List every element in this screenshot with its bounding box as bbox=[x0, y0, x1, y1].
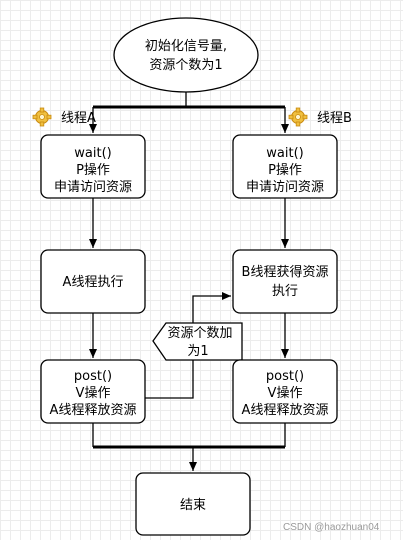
thread-a-post-line3: A线程释放资源 bbox=[50, 403, 137, 418]
thread-b-wait-line1: wait() bbox=[266, 146, 303, 161]
thread-b-wait-box: wait() P操作 申请访问资源 bbox=[232, 134, 338, 199]
thread-b-header: 线程B bbox=[288, 107, 352, 127]
resource-callout: 资源个数加 为1 bbox=[152, 322, 243, 361]
thread-a-wait-box: wait() P操作 申请访问资源 bbox=[40, 134, 146, 199]
thread-a-header: 线程A bbox=[32, 107, 96, 127]
gear-icon bbox=[32, 107, 52, 127]
thread-a-exec-box: A线程执行 bbox=[40, 249, 146, 314]
end-node-label: 结束 bbox=[180, 498, 206, 513]
thread-b-wait-line2: P操作 bbox=[268, 162, 302, 178]
thread-a-wait-line3: 申请访问资源 bbox=[54, 180, 132, 195]
thread-b-exec-line2: 执行 bbox=[272, 284, 298, 299]
thread-a-exec-label: A线程执行 bbox=[63, 275, 124, 290]
thread-b-title: 线程B bbox=[317, 111, 352, 126]
gear-icon bbox=[288, 107, 308, 127]
end-node: 结束 bbox=[135, 472, 251, 536]
callout-line2: 为1 bbox=[187, 344, 208, 359]
start-node: 初始化信号量, 资源个数为1 bbox=[113, 17, 259, 93]
thread-a-wait-line2: P操作 bbox=[76, 162, 110, 178]
thread-a-post-line2: V操作 bbox=[76, 385, 111, 401]
thread-a-wait-line1: wait() bbox=[74, 146, 111, 161]
thread-b-post-line2: V操作 bbox=[268, 385, 303, 401]
thread-a-title: 线程A bbox=[61, 111, 96, 126]
thread-b-post-box: post() V操作 A线程释放资源 bbox=[232, 359, 338, 424]
thread-b-exec-line1: B线程获得资源 bbox=[242, 264, 329, 280]
thread-a-post-line1: post() bbox=[74, 369, 112, 384]
thread-b-exec-box: B线程获得资源 执行 bbox=[232, 249, 338, 314]
thread-a-post-box: post() V操作 A线程释放资源 bbox=[40, 359, 146, 424]
thread-b-wait-line3: 申请访问资源 bbox=[246, 180, 324, 195]
join-connector bbox=[92, 423, 286, 471]
start-node-line2: 资源个数为1 bbox=[149, 58, 222, 73]
watermark: CSDN @haozhuan04 bbox=[283, 522, 380, 533]
thread-b-post-line1: post() bbox=[266, 369, 304, 384]
start-node-line1: 初始化信号量, bbox=[145, 39, 227, 54]
callout-line1: 资源个数加 bbox=[167, 326, 232, 341]
thread-b-post-line3: A线程释放资源 bbox=[242, 403, 329, 418]
fork-connector bbox=[89, 92, 289, 133]
